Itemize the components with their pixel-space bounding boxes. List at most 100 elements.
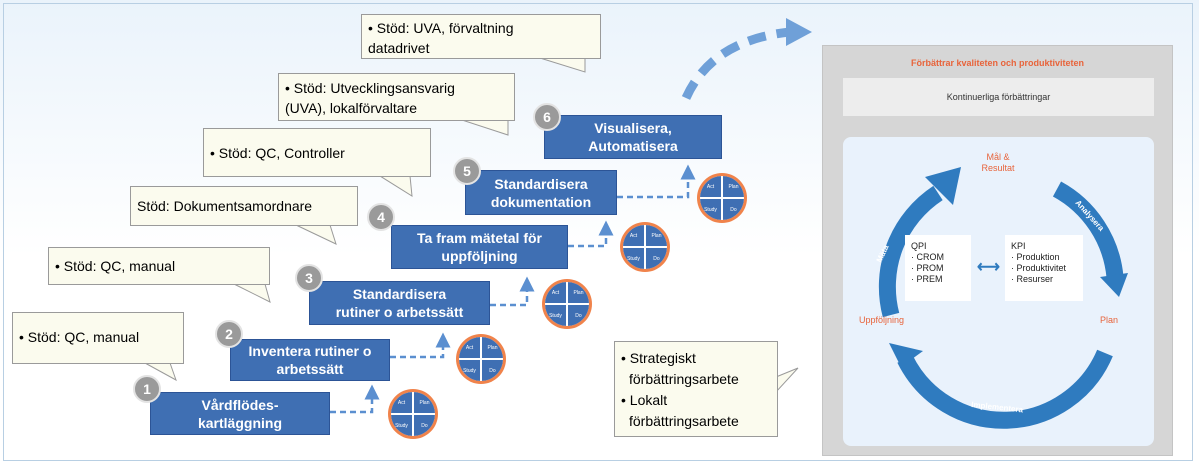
improvement-panel: Förbättrar kvaliteten och produktivitete… [822, 45, 1173, 456]
qpi-line: · CROM [911, 252, 944, 262]
arrow-measure [878, 185, 943, 318]
goal-line: Resultat [981, 163, 1015, 173]
callout-tail-6 [539, 57, 586, 73]
kpi-box: KPI · Produktion · Produktivitet · Resur… [1005, 235, 1083, 301]
followup-label: Uppföljning [859, 315, 905, 325]
callout-line: förbättringsarbete [629, 413, 739, 429]
big-dashed-arrow [681, 18, 812, 100]
qpi-box: QPI · CROM · PROM · PREM [905, 235, 971, 301]
callout-line: datadrivet [368, 40, 430, 56]
kpi-line: · Produktivitet [1011, 263, 1067, 273]
pdsa-do: Do [482, 360, 503, 381]
step-2-number: 2 [215, 320, 243, 348]
pdsa-do: Do [414, 415, 435, 436]
callout-tail-2 [233, 283, 271, 303]
pdsa-plan: Plan [646, 225, 667, 246]
connector-1-2 [330, 384, 380, 414]
callout-line: • Stöd: QC, Controller [210, 145, 345, 161]
callout-line: • Strategiskt [621, 350, 696, 366]
connector-5-6 [617, 164, 696, 199]
qpi-line: · PROM [911, 263, 944, 273]
callout-line: • Stöd: UVA, förvaltning [368, 20, 514, 36]
step-line: arbetssätt [276, 361, 344, 377]
callout-line: (UVA), lokalförvaltare [285, 100, 418, 116]
step-4-number: 4 [367, 203, 395, 231]
callout-line: • Stöd: QC, manual [55, 258, 176, 274]
pdsa-act: Act [623, 225, 644, 246]
callout-line: • Lokalt [621, 392, 668, 408]
step-line: Standardisera [494, 175, 588, 192]
kpi-line: KPI [1011, 241, 1026, 251]
callout-tail-5 [461, 119, 509, 136]
callout-line: • Stöd: QC, manual [19, 329, 140, 345]
pdsa-do: Do [723, 199, 744, 220]
connector-4-5 [568, 220, 614, 248]
connector-2-3 [390, 332, 451, 359]
pdsa-act: Act [459, 337, 480, 358]
pdsa-plan: Plan [482, 337, 503, 358]
pdsa-study: Study [623, 248, 644, 269]
arrow-analyze [1052, 181, 1124, 279]
step-line: Inventera rutiner o [248, 343, 372, 359]
pdsa-do: Do [568, 305, 589, 326]
pdsa-act: Act [700, 176, 721, 197]
panel-title: Förbättrar kvaliteten och produktivitete… [910, 58, 1085, 68]
pdsa-act: Act [391, 392, 412, 413]
callout-support-qc-controller: • Stöd: QC, Controller [203, 128, 431, 177]
step-line: Visualisera, [594, 120, 672, 136]
step-1-number: 1 [133, 375, 161, 403]
step-6-number: 6 [533, 103, 561, 131]
goal-results-label: Mål & Resultat [968, 152, 1028, 174]
callout-support-qc-manual-2: • Stöd: QC, manual [48, 247, 270, 285]
pdsa-act: Act [545, 282, 566, 303]
callout-support-qc-manual-1: • Stöd: QC, manual [12, 312, 184, 364]
pdsa-study: Study [391, 415, 412, 436]
step-3-number: 3 [295, 264, 323, 292]
step-3-box: Standardisera rutiner o arbetssätt [309, 281, 490, 325]
step-2-box: Inventera rutiner o arbetssätt [230, 339, 390, 381]
cycle-arrows: Mäta Analysera Implementera [875, 167, 1128, 429]
callout-line: förbättringsarbete [629, 371, 739, 387]
callout-tail-4 [378, 175, 413, 197]
goal-line: Mål & [986, 152, 1010, 162]
step-line: rutiner o arbetssätt [335, 304, 464, 320]
callout-support-uva-forvaltning: • Stöd: UVA, förvaltning datadrivet [361, 14, 601, 59]
callout-support-uva-lokal: • Stöd: Utvecklingsansvarig (UVA), lokal… [278, 73, 515, 121]
double-arrow-icon: ⟷ [977, 259, 1000, 276]
step-line: Automatisera [588, 138, 678, 154]
step-line: Vårdflödes- [201, 396, 279, 413]
step-line: dokumentation [490, 193, 592, 210]
callout-strategiskt-lokalt: • Strategiskt förbättringsarbete • Lokal… [614, 341, 778, 437]
kpi-line: · Resurser [1011, 274, 1054, 284]
callout-line: • Stöd: Utvecklingsansvarig [285, 80, 455, 96]
pdsa-plan: Plan [723, 176, 744, 197]
step-line: Ta fram mätetal för [417, 230, 542, 246]
step-line: kartläggning [197, 414, 282, 431]
plan-label: Plan [1100, 315, 1119, 325]
connector-3-4 [490, 276, 535, 307]
kpi-line: · Produktion [1011, 252, 1060, 262]
callout-tail-3 [295, 224, 337, 245]
callout-line: Stöd: Dokumentsamordnare [137, 198, 313, 214]
callout-tail-7 [775, 367, 799, 394]
step-line: uppföljning [441, 248, 518, 264]
qpi-line: QPI [911, 241, 927, 251]
step-line: Standardisera [352, 286, 447, 302]
step-6-box: Visualisera, Automatisera [544, 115, 722, 159]
step-1-box: Vårdflödes-kartläggning [150, 392, 330, 435]
pdsa-study: Study [545, 305, 566, 326]
cycle-area: Mäta Analysera Implementera Mål & Result… [843, 137, 1154, 446]
callout-support-dokumentsamordnare: Stöd: Dokumentsamordnare [130, 186, 358, 226]
pdsa-plan: Plan [414, 392, 435, 413]
pdsa-plan: Plan [568, 282, 589, 303]
qpi-line: · PREM [911, 274, 943, 284]
step-5-number: 5 [453, 157, 481, 185]
